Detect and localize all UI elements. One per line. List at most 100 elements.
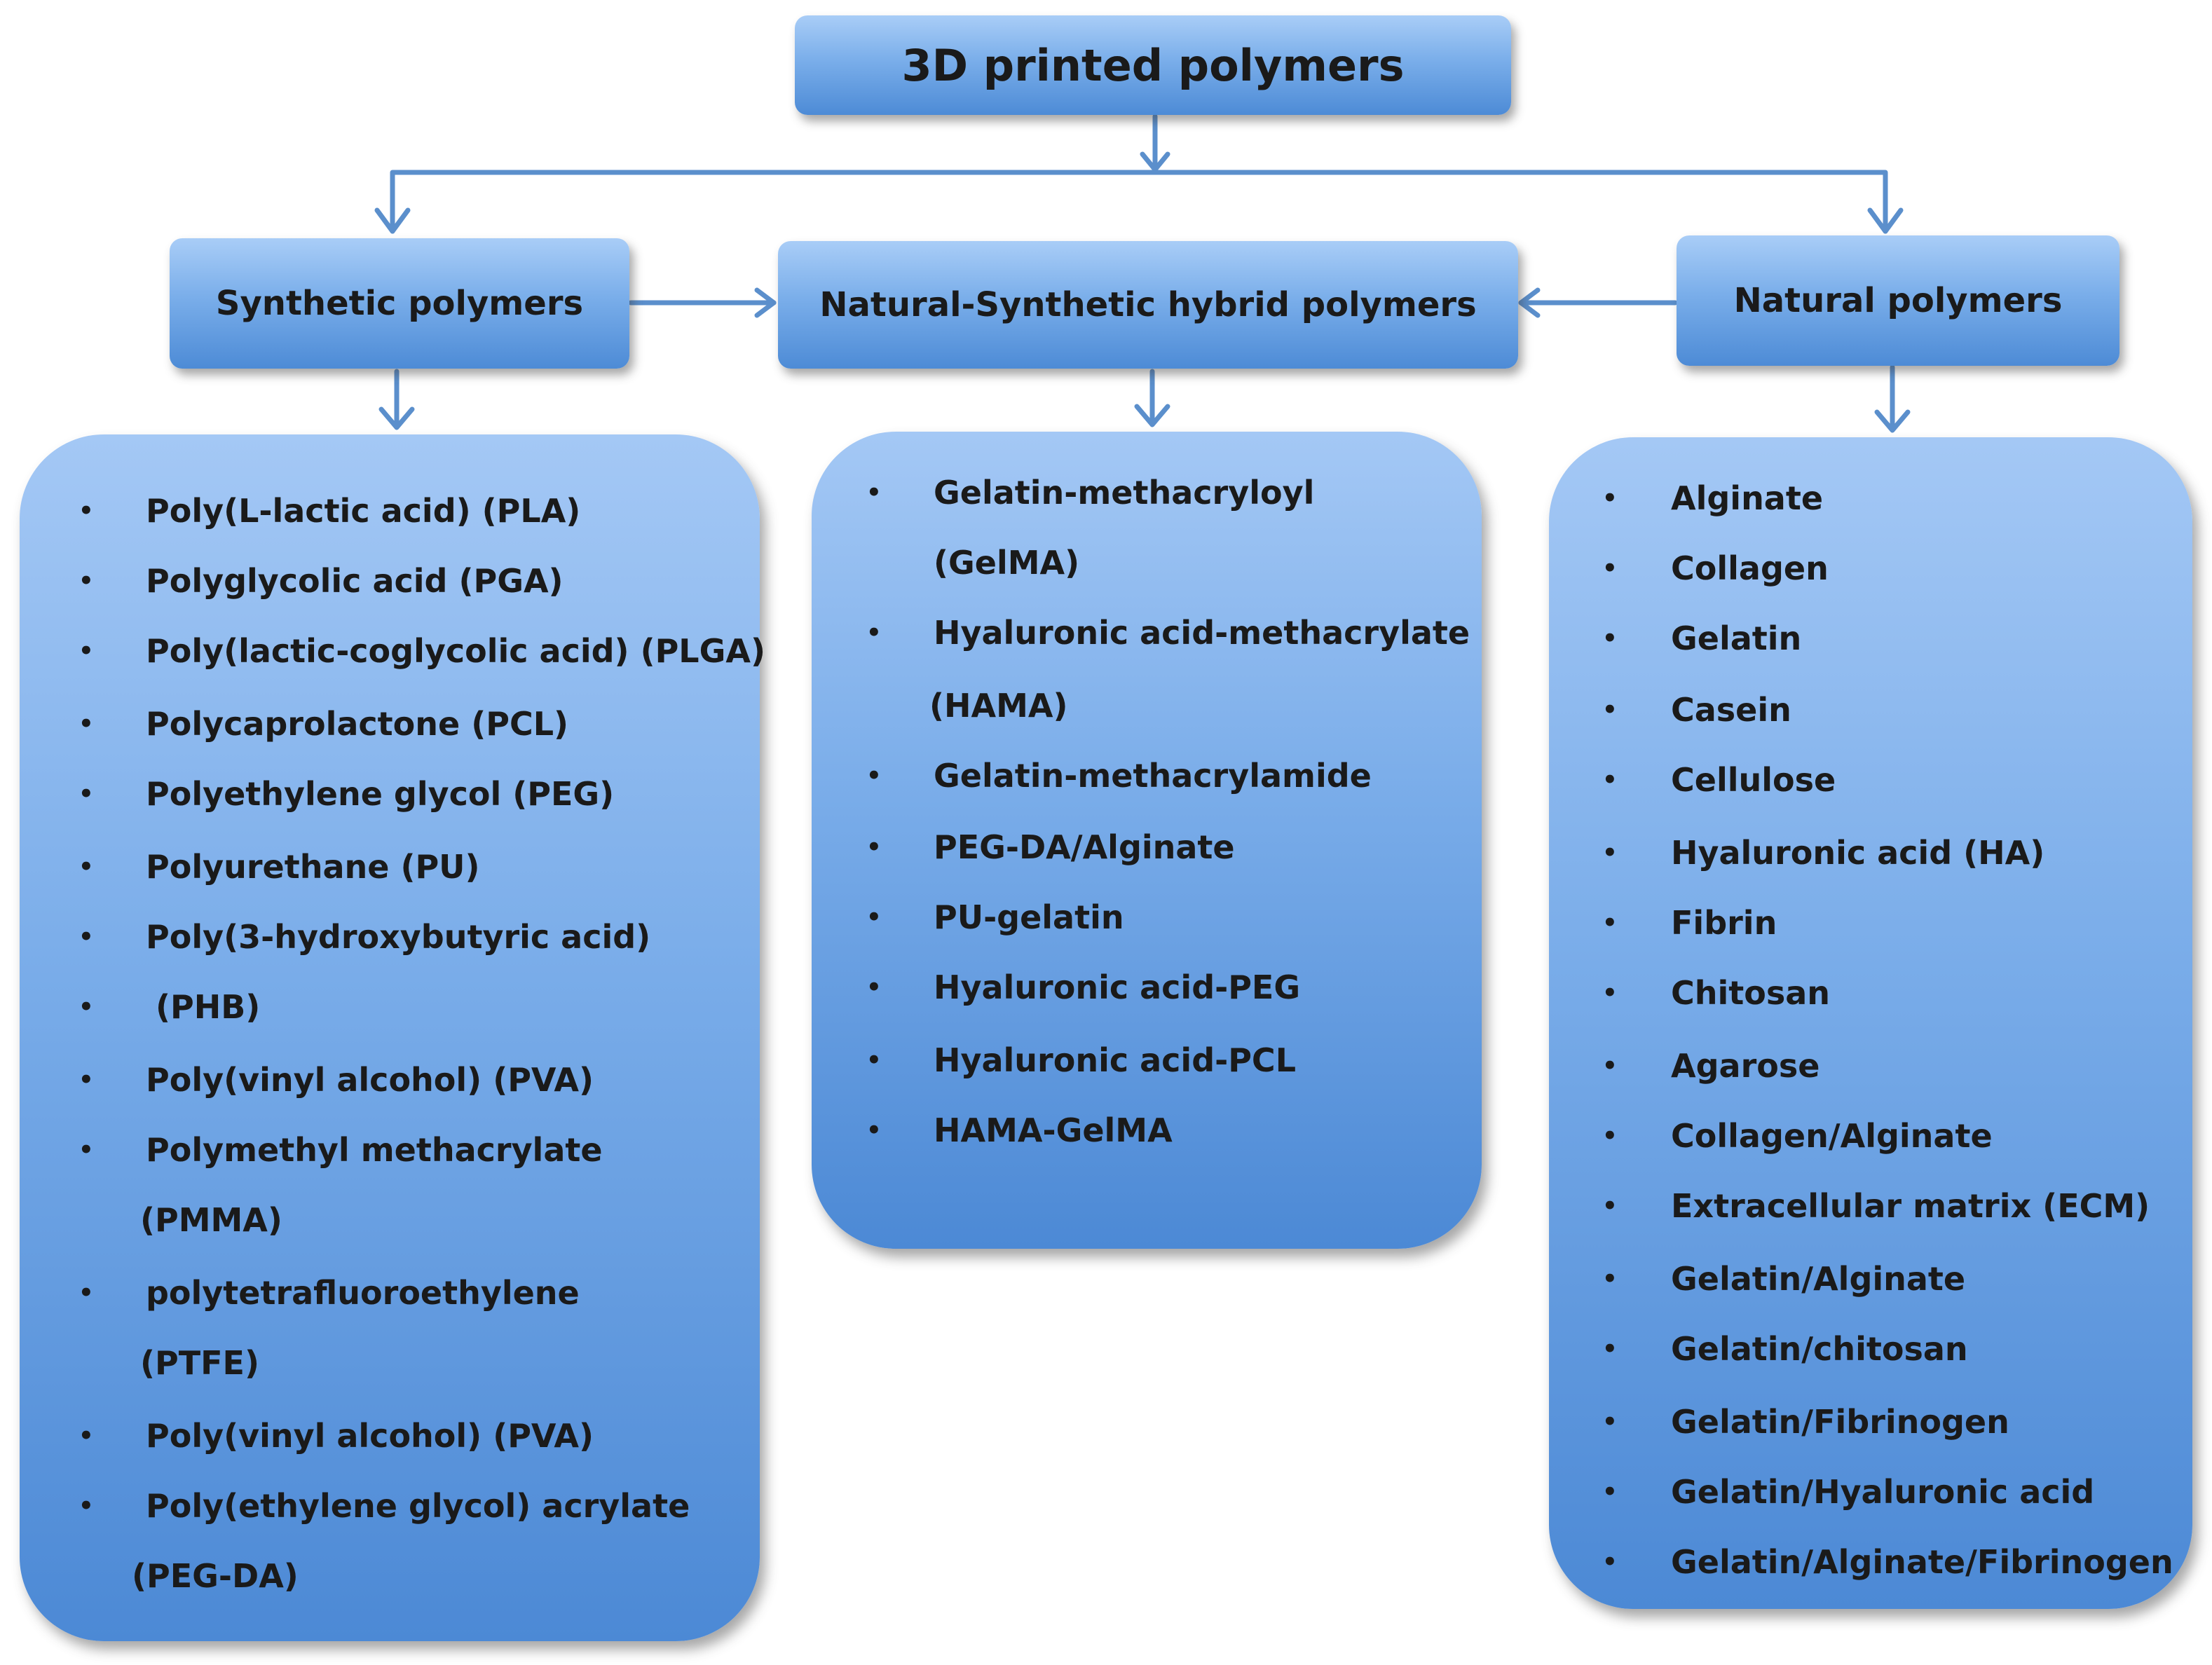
list-item: Agarose — [1671, 1047, 1820, 1085]
branch-line — [390, 170, 1888, 234]
arrowhead-synthetic-hybrid — [754, 287, 777, 318]
hybrid-polymers-list — [812, 432, 1482, 1249]
arrowhead-hybrid-down — [1134, 404, 1170, 427]
bullet-icon: • — [78, 853, 94, 881]
bullet-icon: • — [866, 833, 882, 861]
list-item: Gelatin-methacrylamide — [934, 757, 1372, 795]
title-box: 3D printed polymers — [795, 15, 1511, 115]
bullet-icon: • — [78, 1422, 94, 1450]
bullet-icon: • — [78, 923, 94, 951]
bullet-icon: • — [1602, 766, 1618, 794]
bullet-icon: • — [78, 567, 94, 595]
list-item: Collagen/Alginate — [1671, 1117, 1993, 1155]
list-item: (GelMA) — [934, 544, 1080, 582]
list-item: (PEG-DA) — [132, 1557, 299, 1595]
list-item: polytetrafluoroethylene — [146, 1274, 580, 1312]
list-item: Gelatin — [1671, 619, 1802, 657]
list-item: Poly(lactic-coglycolic acid) (PLGA) — [146, 632, 765, 670]
bullet-icon: • — [78, 497, 94, 525]
bullet-icon: • — [1602, 1122, 1618, 1150]
bullet-icon: • — [866, 903, 882, 931]
list-item: Cellulose — [1671, 761, 1836, 799]
list-item: Hyaluronic acid-PCL — [934, 1041, 1297, 1079]
bullet-icon: • — [866, 1116, 882, 1144]
list-item: Polyurethane (PU) — [146, 848, 480, 886]
list-item: Alginate — [1671, 479, 1824, 517]
synthetic-category-label: Synthetic polymers — [215, 284, 584, 323]
bullet-icon: • — [1602, 839, 1618, 867]
bullet-icon: • — [1602, 1265, 1618, 1293]
bullet-icon: • — [1602, 979, 1618, 1007]
list-item: Extracellular matrix (ECM) — [1671, 1187, 2150, 1225]
list-item: Gelatin/Hyaluronic acid — [1671, 1473, 2095, 1511]
list-item: Gelatin/Alginate — [1671, 1260, 1966, 1298]
natural-category-box: Natural polymers — [1677, 235, 2119, 366]
list-item: Gelatin/Fibrinogen — [1671, 1403, 2009, 1441]
list-item: Collagen — [1671, 549, 1829, 587]
list-item: Poly(3-hydroxybutyric acid) — [146, 918, 651, 956]
arrowhead-synthetic-down — [378, 406, 415, 430]
natural-category-label: Natural polymers — [1733, 281, 2063, 320]
bullet-icon: • — [1602, 1478, 1618, 1506]
list-item: Poly(ethylene glycol) acrylate — [146, 1487, 690, 1525]
list-item: (PHB) — [156, 988, 261, 1026]
list-item: Casein — [1671, 691, 1791, 729]
bullet-icon: • — [78, 710, 94, 738]
bullet-icon: • — [1602, 696, 1618, 724]
bullet-icon: • — [78, 637, 94, 665]
bullet-icon: • — [866, 762, 882, 790]
bullet-icon: • — [1602, 624, 1618, 652]
arrowhead-natural-down — [1874, 409, 1911, 433]
bullet-icon: • — [78, 1066, 94, 1094]
bullet-icon: • — [78, 993, 94, 1021]
list-item: Polyethylene glycol (PEG) — [146, 775, 615, 813]
arrowhead-synthetic — [374, 207, 411, 234]
list-item: Fibrin — [1671, 904, 1777, 942]
bullet-icon: • — [1602, 1052, 1618, 1080]
list-item: Polycaprolactone (PCL) — [146, 705, 569, 743]
bullet-icon: • — [1602, 909, 1618, 937]
list-item: (PTFE) — [140, 1344, 259, 1382]
list-item: Poly(vinyl alcohol) (PVA) — [146, 1417, 594, 1455]
bullet-icon: • — [866, 619, 882, 647]
list-item: Gelatin-methacryloyl — [934, 474, 1315, 512]
list-item: Gelatin/Alginate/Fibrinogen — [1671, 1543, 2173, 1581]
bullet-icon: • — [1602, 1335, 1618, 1363]
list-item: PU-gelatin — [934, 898, 1124, 936]
list-item: (HAMA) — [929, 687, 1068, 725]
list-item: Hyaluronic acid-PEG — [934, 968, 1301, 1006]
diagram-title: 3D printed polymers — [901, 39, 1405, 91]
list-item: Gelatin/chitosan — [1671, 1330, 1968, 1368]
synthetic-polymers-list — [20, 434, 760, 1641]
bullet-icon: • — [1602, 1548, 1618, 1576]
list-item: Poly(vinyl alcohol) (PVA) — [146, 1061, 594, 1099]
bullet-icon: • — [866, 479, 882, 507]
hybrid-category-box: Natural-Synthetic hybrid polymers — [778, 241, 1518, 369]
list-item: HAMA-GelMA — [934, 1111, 1173, 1149]
bullet-icon: • — [1602, 1192, 1618, 1220]
list-item: Polymethyl methacrylate — [146, 1131, 603, 1169]
bullet-icon: • — [1602, 1408, 1618, 1436]
arrowhead-natural-hybrid — [1518, 287, 1541, 318]
list-item: Hyaluronic acid (HA) — [1671, 834, 2045, 872]
bullet-icon: • — [866, 973, 882, 1001]
bullet-icon: • — [78, 1279, 94, 1307]
synthetic-category-box: Synthetic polymers — [170, 238, 629, 369]
bullet-icon: • — [78, 780, 94, 808]
list-item: Hyaluronic acid-methacrylate — [934, 614, 1470, 652]
list-item: Chitosan — [1671, 974, 1831, 1012]
natural-polymers-list — [1549, 437, 2192, 1609]
bullet-icon: • — [866, 1046, 882, 1074]
arrowhead-title — [1140, 151, 1170, 172]
hybrid-category-label: Natural-Synthetic hybrid polymers — [819, 285, 1477, 324]
bullet-icon: • — [78, 1492, 94, 1520]
list-item: PEG-DA/Alginate — [934, 828, 1235, 866]
bullet-icon: • — [1602, 554, 1618, 582]
bullet-icon: • — [1602, 484, 1618, 512]
arrowhead-natural — [1867, 207, 1904, 234]
bullet-icon: • — [78, 1136, 94, 1164]
list-item: Poly(L-lactic acid) (PLA) — [146, 492, 581, 530]
list-item: Polyglycolic acid (PGA) — [146, 562, 564, 600]
list-item: (PMMA) — [140, 1201, 282, 1239]
